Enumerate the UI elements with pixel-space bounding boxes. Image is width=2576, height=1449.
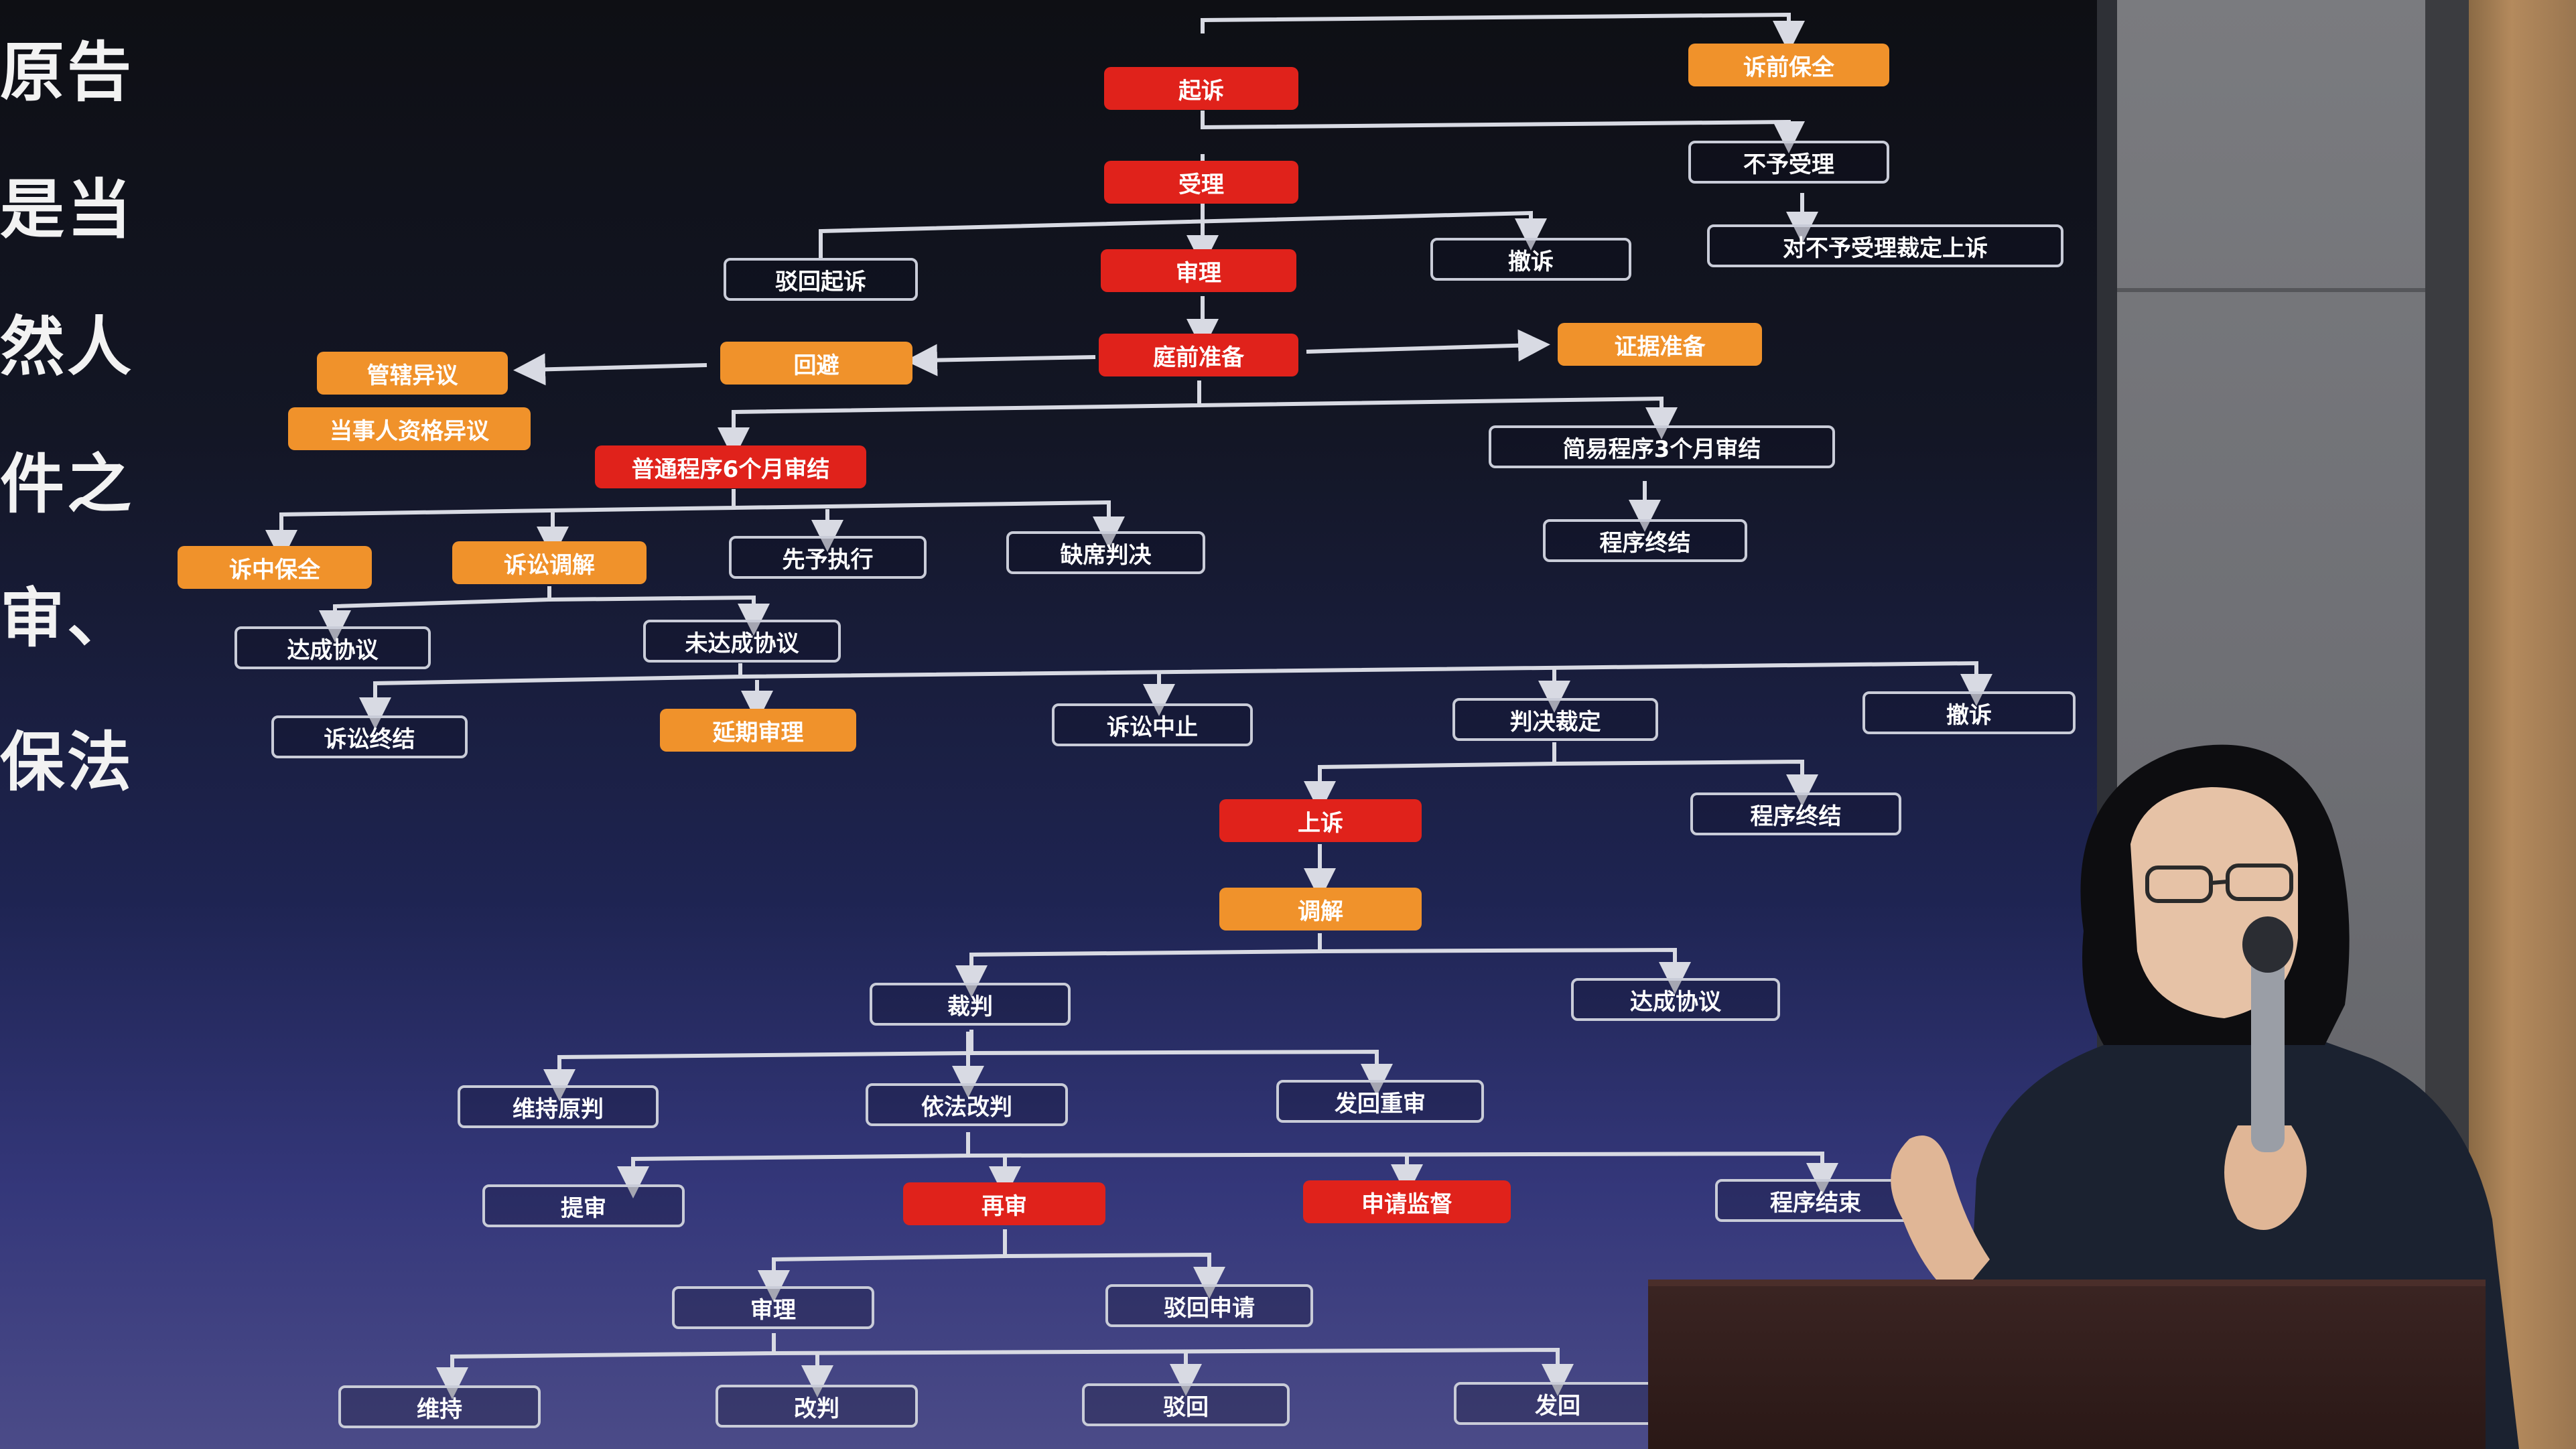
node-tishen: 提审 <box>482 1184 685 1227</box>
node-chengxuzhongjie-2: 程序终结 <box>1690 792 1901 835</box>
node-zaishen: 再审 <box>903 1182 1105 1225</box>
node-xianyuzhixing: 先予执行 <box>729 536 927 579</box>
node-tingqianzhunbei: 庭前准备 <box>1099 334 1298 376</box>
node-fahuichongshen: 发回重审 <box>1276 1080 1484 1123</box>
node-duibuyu: 对不予受理裁定上诉 <box>1707 224 2063 267</box>
podium <box>1648 1286 2486 1449</box>
node-chengxuzhongjie-1: 程序终结 <box>1543 519 1747 562</box>
node-weichi: 维持 <box>338 1385 541 1428</box>
node-suqianbaoquan: 诉前保全 <box>1688 44 1889 86</box>
side-text-line-2: 是当 <box>0 172 134 247</box>
node-chengxujieshu: 程序结束 <box>1715 1179 1916 1222</box>
node-shenqingjiandu: 申请监督 <box>1303 1180 1511 1223</box>
side-text-line-6: 保法 <box>0 725 134 800</box>
node-guanxiayiyi: 管辖异议 <box>317 352 508 395</box>
node-panjuecaiding: 判决裁定 <box>1452 698 1658 741</box>
side-text-line-4: 件之 <box>0 447 134 522</box>
node-bohui: 驳回 <box>1082 1383 1290 1426</box>
node-yifagaipan: 依法改判 <box>866 1083 1068 1126</box>
node-shouli: 受理 <box>1104 161 1298 204</box>
node-susongzhongzhi: 诉讼中止 <box>1052 703 1253 746</box>
node-yanqishenli: 延期审理 <box>660 709 856 752</box>
node-quexipanjue: 缺席判决 <box>1006 531 1205 574</box>
node-weichiyuanpan: 维持原判 <box>458 1085 659 1128</box>
flowchart-connectors <box>265 12 1992 1399</box>
node-bohuiqisu: 驳回起诉 <box>724 258 918 301</box>
glasses-icon <box>2145 864 2293 903</box>
node-susongzhongjie: 诉讼终结 <box>271 715 468 758</box>
node-shenli-top: 审理 <box>1101 249 1296 292</box>
projection-screen: 原告 是当 然人 件之 审、 保法 <box>0 0 2097 1449</box>
node-dachengxieyi-1: 达成协议 <box>234 626 431 669</box>
node-dangshirenzige: 当事人资格异议 <box>288 407 531 450</box>
node-gaipan: 改判 <box>716 1385 918 1428</box>
side-text-line-5: 审、 <box>0 581 134 656</box>
node-susongtiaojie: 诉讼调解 <box>452 541 647 584</box>
node-jianyichengxu: 简易程序3个月审结 <box>1489 425 1835 468</box>
node-huibi: 回避 <box>720 342 912 385</box>
node-tiaojie: 调解 <box>1219 888 1422 930</box>
node-zhengjuzhunbei: 证据准备 <box>1558 323 1762 366</box>
side-text-line-1: 原告 <box>0 35 134 110</box>
node-bohuishenqing: 驳回申请 <box>1105 1284 1313 1327</box>
node-fahui: 发回 <box>1454 1382 1662 1425</box>
node-caipan: 裁判 <box>870 983 1071 1026</box>
node-shangsu: 上诉 <box>1219 799 1422 842</box>
node-buyushouli: 不予受理 <box>1688 141 1889 184</box>
node-weidachengxieyi: 未达成协议 <box>643 620 841 663</box>
wall-panel-seam <box>2117 288 2425 292</box>
node-chesu-top: 撤诉 <box>1430 238 1631 281</box>
node-chesu-mid: 撤诉 <box>1862 691 2076 734</box>
node-putongchengxu: 普通程序6个月审结 <box>595 445 866 488</box>
node-qisu: 起诉 <box>1104 67 1298 110</box>
node-dachengxieyi-2: 达成协议 <box>1571 978 1780 1021</box>
node-shenli-bottom: 审理 <box>672 1286 874 1329</box>
side-text-line-3: 然人 <box>0 309 134 385</box>
node-suzhongbaoquan: 诉中保全 <box>178 546 372 589</box>
